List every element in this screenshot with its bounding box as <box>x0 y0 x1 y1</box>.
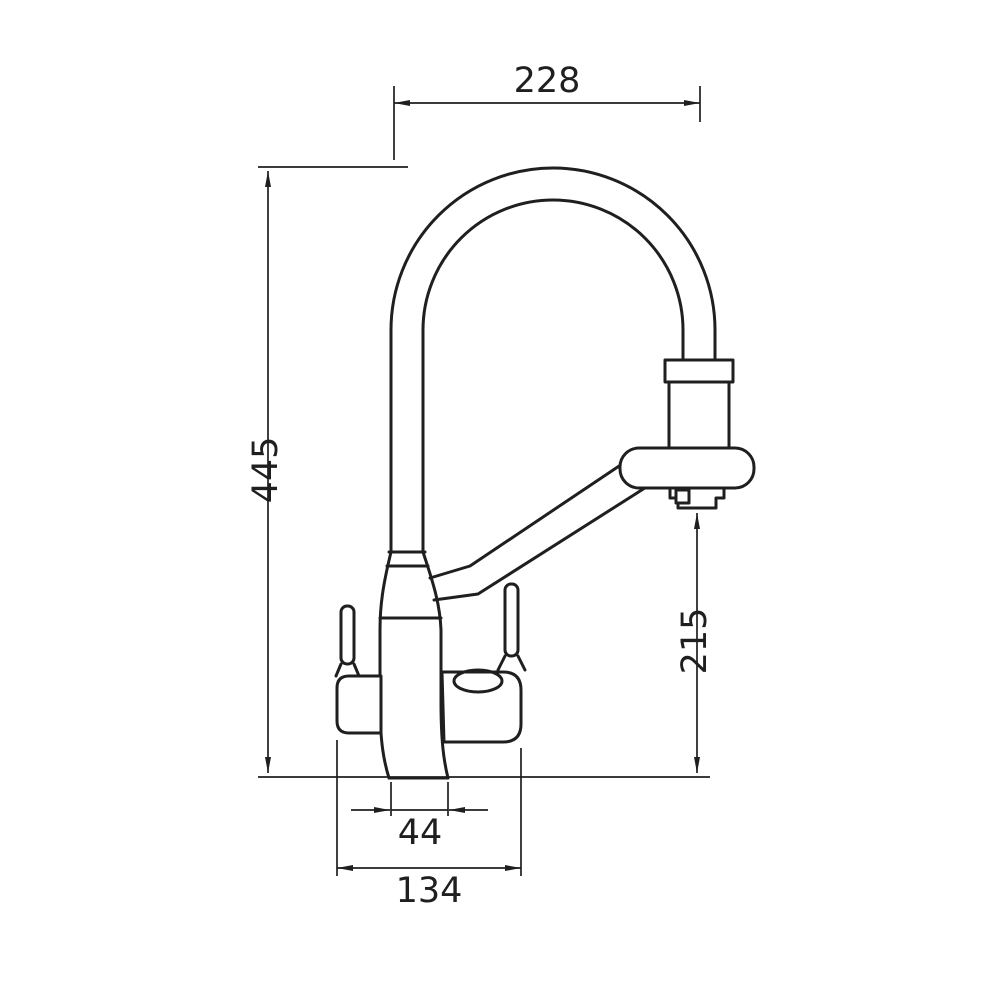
dimension-base-width: 134 <box>336 740 522 911</box>
dimension-outlet-height: 215 <box>675 513 715 773</box>
diagonal-spout <box>428 450 650 602</box>
faucet-outline <box>334 166 756 780</box>
dimension-top-width: 228 <box>393 61 701 160</box>
outlet-nut <box>663 358 735 384</box>
dim-228-label: 228 <box>514 61 581 101</box>
dimension-overall-height: 445 <box>246 166 408 773</box>
dim-134-label: 134 <box>396 871 463 911</box>
outlet-spout-body <box>618 446 756 490</box>
riser-right-edge <box>421 550 450 780</box>
right-handle-joint <box>496 654 527 672</box>
spout-arc-outer <box>389 166 717 554</box>
right-handle-cap-detail <box>452 668 504 694</box>
outlet-housing <box>667 380 731 450</box>
riser-collar-line <box>385 550 430 568</box>
spout-arc-inner <box>421 198 685 554</box>
left-handle-lever <box>339 604 356 666</box>
aerator-clip <box>674 488 691 505</box>
riser-left-edge <box>378 550 393 780</box>
dim-445-label: 445 <box>246 437 286 504</box>
dimension-annotations: 228 445 215 44 <box>246 61 715 911</box>
left-handle-body <box>335 674 383 735</box>
dim-44-label: 44 <box>398 813 443 853</box>
dim-215-label: 215 <box>675 608 715 675</box>
dimension-body-width: 44 <box>351 782 488 853</box>
left-handle-joint <box>334 662 361 678</box>
right-handle-lever <box>503 582 520 658</box>
